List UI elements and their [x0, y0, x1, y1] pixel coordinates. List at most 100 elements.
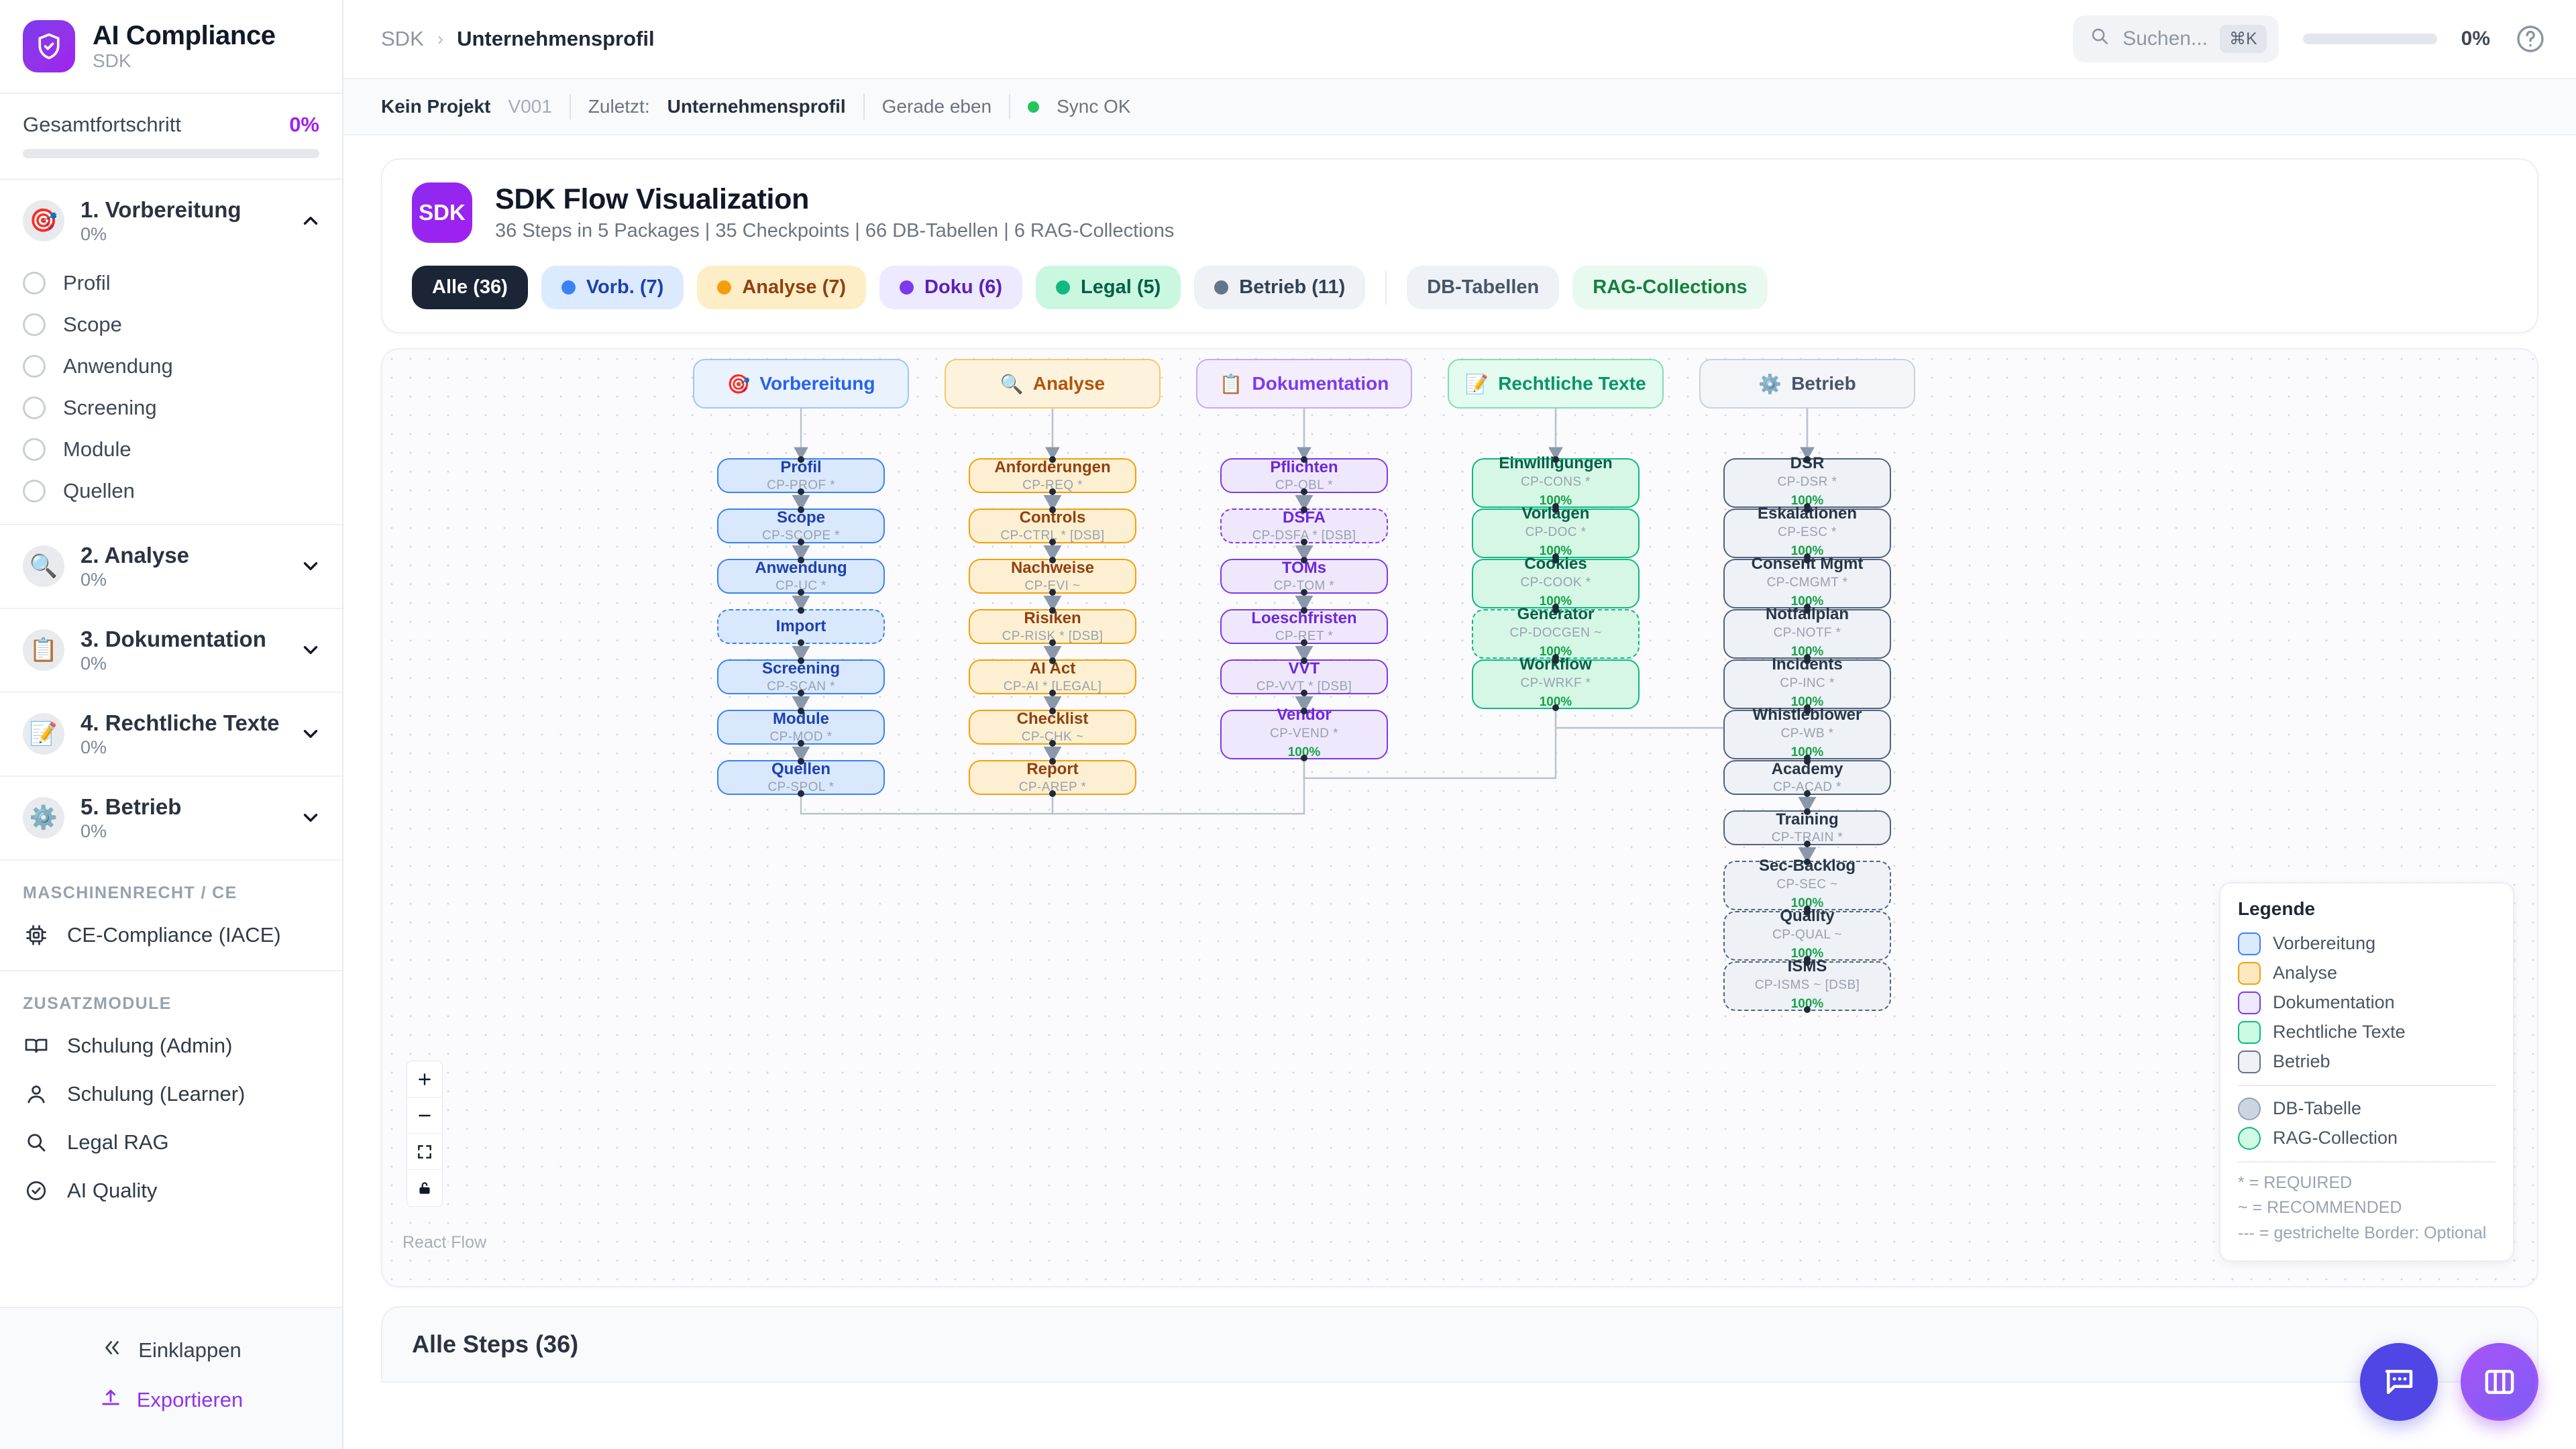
node-percent: 100%: [1790, 896, 1824, 910]
chevron-down-icon[interactable]: [299, 722, 322, 745]
filter-chip-3[interactable]: Doku (6): [879, 266, 1023, 309]
sidebar-item-label: Schulung (Admin): [67, 1033, 233, 1057]
sidebar-item-profil[interactable]: Profil: [0, 262, 342, 304]
node-port-top: [1804, 657, 1811, 664]
chevron-down-icon[interactable]: [299, 555, 322, 578]
sidebar-item-ce-compliance[interactable]: CE-Compliance (IACE): [0, 911, 342, 959]
main-area: SDK › Unternehmensprofil Suchen... ⌘K 0%: [343, 0, 2576, 1449]
node-port-top: [1049, 456, 1056, 463]
filter-chip-extra-1[interactable]: RAG-Collections: [1572, 266, 1768, 309]
collapse-label: Einklappen: [138, 1338, 241, 1362]
lock-button[interactable]: [407, 1170, 442, 1206]
collapse-sidebar-button[interactable]: Einklappen: [0, 1326, 342, 1375]
sidebar-item-quellen[interactable]: Quellen: [0, 470, 342, 512]
zoom-out-button[interactable]: [407, 1097, 442, 1134]
filter-chip-0[interactable]: Alle (36): [412, 266, 528, 309]
sidebar-item-screening[interactable]: Screening: [0, 387, 342, 429]
sidebar-item-module[interactable]: Module: [0, 429, 342, 470]
zoom-in-button[interactable]: [407, 1061, 442, 1097]
legend-swatch: [2238, 932, 2261, 955]
filter-chip-5[interactable]: Betrieb (11): [1194, 266, 1366, 309]
meta-version: V001: [508, 96, 552, 117]
sidebar-item-schulung-admin[interactable]: Schulung (Admin): [0, 1022, 342, 1070]
node-port-bottom: [1301, 755, 1307, 761]
breadcrumb-root[interactable]: SDK: [381, 27, 424, 50]
filter-chip-1[interactable]: Vorb. (7): [541, 266, 684, 309]
node-code: CP-INC *: [1780, 676, 1835, 690]
meta-last-label: Zuletzt:: [588, 96, 650, 117]
phase-title: 5. Betrieb: [80, 794, 182, 819]
filter-chip-2[interactable]: Analyse (7): [697, 266, 867, 309]
node-port-bottom: [798, 639, 804, 646]
help-circle-icon[interactable]: [2514, 23, 2546, 55]
brand-header[interactable]: AI Compliance SDK: [0, 0, 342, 94]
node-port-top: [1804, 909, 1811, 916]
sidebar-item-scope[interactable]: Scope: [0, 304, 342, 345]
chat-fab[interactable]: [2360, 1343, 2438, 1421]
panel-fab[interactable]: [2461, 1343, 2538, 1421]
flow-canvas[interactable]: 🎯Vorbereitung🔍Analyse📋Dokumentation📝Rech…: [381, 348, 2538, 1287]
filter-chip-extra-0[interactable]: DB-Tabellen: [1407, 266, 1560, 309]
fit-view-button[interactable]: [407, 1134, 442, 1170]
sidebar-item-schulung-learner[interactable]: Schulung (Learner): [0, 1070, 342, 1118]
upload-icon: [99, 1386, 122, 1414]
node-percent: 100%: [1790, 644, 1824, 659]
sidebar-item-ai-quality[interactable]: AI Quality: [0, 1167, 342, 1215]
zoom-controls[interactable]: [407, 1061, 443, 1207]
lane-label: Dokumentation: [1252, 373, 1389, 394]
flow-subtitle: 36 Steps in 5 Packages | 35 Checkpoints …: [495, 220, 1175, 241]
lane-label: Vorbereitung: [759, 373, 875, 394]
chevron-down-icon[interactable]: [299, 639, 322, 661]
search-input[interactable]: Suchen... ⌘K: [2073, 15, 2279, 62]
sidebar-item-anwendung[interactable]: Anwendung: [0, 345, 342, 387]
filter-chip-4[interactable]: Legal (5): [1036, 266, 1181, 309]
chevron-down-icon[interactable]: [299, 806, 322, 829]
export-button[interactable]: Exportieren: [0, 1375, 342, 1425]
chevron-up-icon[interactable]: [299, 209, 322, 232]
flow-node-import[interactable]: Import: [717, 607, 885, 646]
node-port-bottom: [1301, 639, 1307, 646]
sidebar-item-legal-rag[interactable]: Legal RAG: [0, 1118, 342, 1167]
